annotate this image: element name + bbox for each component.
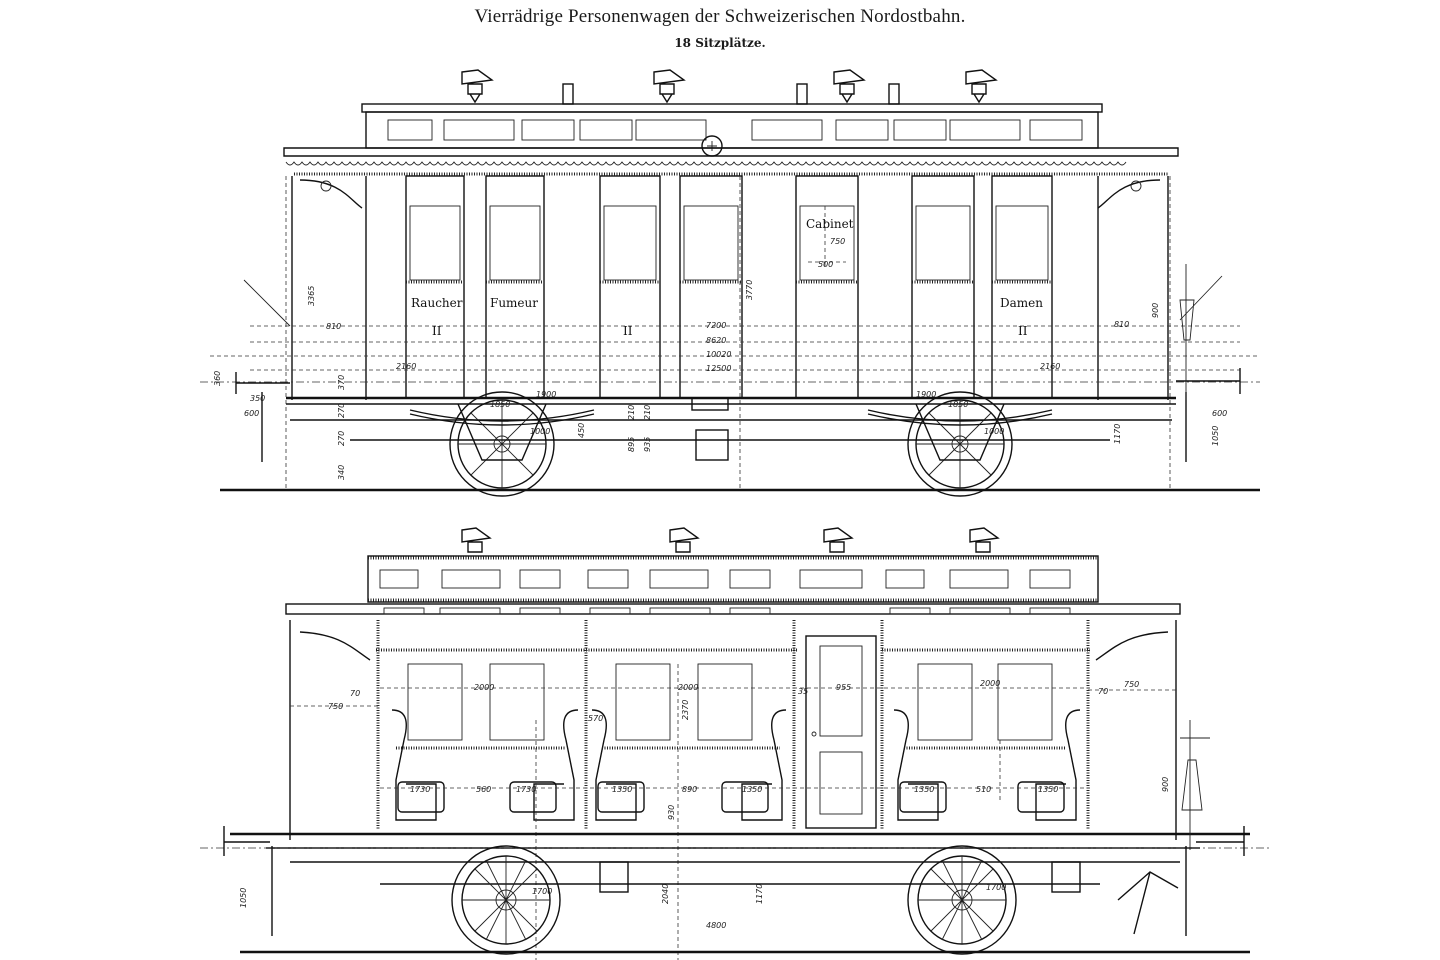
svg-text:890: 890 xyxy=(682,785,697,794)
svg-text:1350: 1350 xyxy=(914,785,934,794)
longitudinal-section: 70 750 70 750 2000 2000 2000 1730 1730 1… xyxy=(200,527,1270,960)
svg-text:70: 70 xyxy=(1098,687,1108,696)
svg-text:4800: 4800 xyxy=(706,921,726,930)
svg-text:35: 35 xyxy=(798,687,808,696)
svg-text:1730: 1730 xyxy=(516,785,536,794)
wheel-left xyxy=(451,845,561,955)
svg-text:510: 510 xyxy=(976,785,991,794)
svg-text:500: 500 xyxy=(818,260,833,269)
svg-text:2000: 2000 xyxy=(678,683,698,692)
vent-chimney xyxy=(562,83,574,105)
svg-text:900: 900 xyxy=(1161,777,1170,792)
svg-text:1350: 1350 xyxy=(742,785,762,794)
svg-text:1700: 1700 xyxy=(986,883,1006,892)
label-damen: Damen xyxy=(1000,296,1043,310)
svg-text:1350: 1350 xyxy=(1038,785,1058,794)
svg-text:210: 210 xyxy=(627,405,636,420)
label-cabinet: Cabinet xyxy=(806,217,854,231)
vent-chimney xyxy=(888,83,900,105)
vent-chimney xyxy=(796,83,808,105)
svg-text:8620: 8620 xyxy=(706,336,726,345)
svg-text:370: 370 xyxy=(337,375,346,390)
svg-text:270: 270 xyxy=(337,431,346,446)
svg-text:270: 270 xyxy=(337,403,346,418)
svg-text:360: 360 xyxy=(213,371,222,386)
svg-text:1170: 1170 xyxy=(1113,424,1122,444)
svg-text:560: 560 xyxy=(476,785,491,794)
svg-text:10020: 10020 xyxy=(706,350,731,359)
svg-text:2040: 2040 xyxy=(661,884,670,904)
svg-text:2000: 2000 xyxy=(980,679,1000,688)
svg-text:810: 810 xyxy=(326,322,341,331)
wheel-left xyxy=(449,391,555,497)
svg-text:1170: 1170 xyxy=(755,884,764,904)
svg-text:600: 600 xyxy=(244,409,259,418)
svg-text:1000: 1000 xyxy=(984,427,1004,436)
svg-text:1900: 1900 xyxy=(536,390,556,399)
svg-text:750: 750 xyxy=(1124,680,1139,689)
label-raucher: Raucher xyxy=(411,296,463,310)
svg-text:600: 600 xyxy=(1212,409,1227,418)
label-fumeur: Fumeur xyxy=(490,296,538,310)
class-mark: II xyxy=(432,324,442,338)
svg-text:450: 450 xyxy=(577,423,586,438)
roof-lamp-icon xyxy=(461,69,998,104)
svg-text:2160: 2160 xyxy=(396,362,416,371)
side-elevation: Raucher Fumeur Cabinet Damen II II II 50… xyxy=(200,69,1260,497)
svg-text:570: 570 xyxy=(588,714,603,723)
class-mark: II xyxy=(1018,324,1028,338)
svg-text:2160: 2160 xyxy=(1040,362,1060,371)
svg-text:2000: 2000 xyxy=(474,683,494,692)
svg-text:895: 895 xyxy=(627,437,636,452)
svg-text:1900: 1900 xyxy=(916,390,936,399)
svg-text:350: 350 xyxy=(250,394,265,403)
class-mark: II xyxy=(623,324,633,338)
svg-text:3770: 3770 xyxy=(745,280,754,300)
svg-text:955: 955 xyxy=(836,683,851,692)
svg-text:750: 750 xyxy=(830,237,845,246)
svg-text:1730: 1730 xyxy=(410,785,430,794)
svg-text:1000: 1000 xyxy=(530,427,550,436)
svg-text:1850: 1850 xyxy=(490,400,510,409)
seat-row xyxy=(391,709,1081,821)
svg-text:1350: 1350 xyxy=(612,785,632,794)
svg-text:210: 210 xyxy=(643,405,652,420)
svg-text:750: 750 xyxy=(328,702,343,711)
svg-text:12500: 12500 xyxy=(706,364,731,373)
wheel-right xyxy=(907,845,1017,955)
svg-text:7200: 7200 xyxy=(706,321,726,330)
drawing-subtitle: 18 Sitzplätze. xyxy=(674,36,766,50)
drawing-title: Vierrädrige Personenwagen der Schweizeri… xyxy=(474,6,966,27)
svg-text:340: 340 xyxy=(337,465,346,480)
svg-text:2370: 2370 xyxy=(681,700,690,720)
svg-text:930: 930 xyxy=(667,805,676,820)
svg-text:1050: 1050 xyxy=(1211,426,1220,446)
door xyxy=(805,635,877,829)
svg-text:70: 70 xyxy=(350,689,360,698)
svg-text:1850: 1850 xyxy=(948,400,968,409)
svg-text:1700: 1700 xyxy=(532,887,552,896)
svg-text:1050: 1050 xyxy=(239,888,248,908)
svg-text:3365: 3365 xyxy=(307,286,316,306)
svg-text:900: 900 xyxy=(1151,303,1160,318)
wheel-right xyxy=(907,391,1013,497)
svg-text:810: 810 xyxy=(1114,320,1129,329)
svg-text:935: 935 xyxy=(643,437,652,452)
